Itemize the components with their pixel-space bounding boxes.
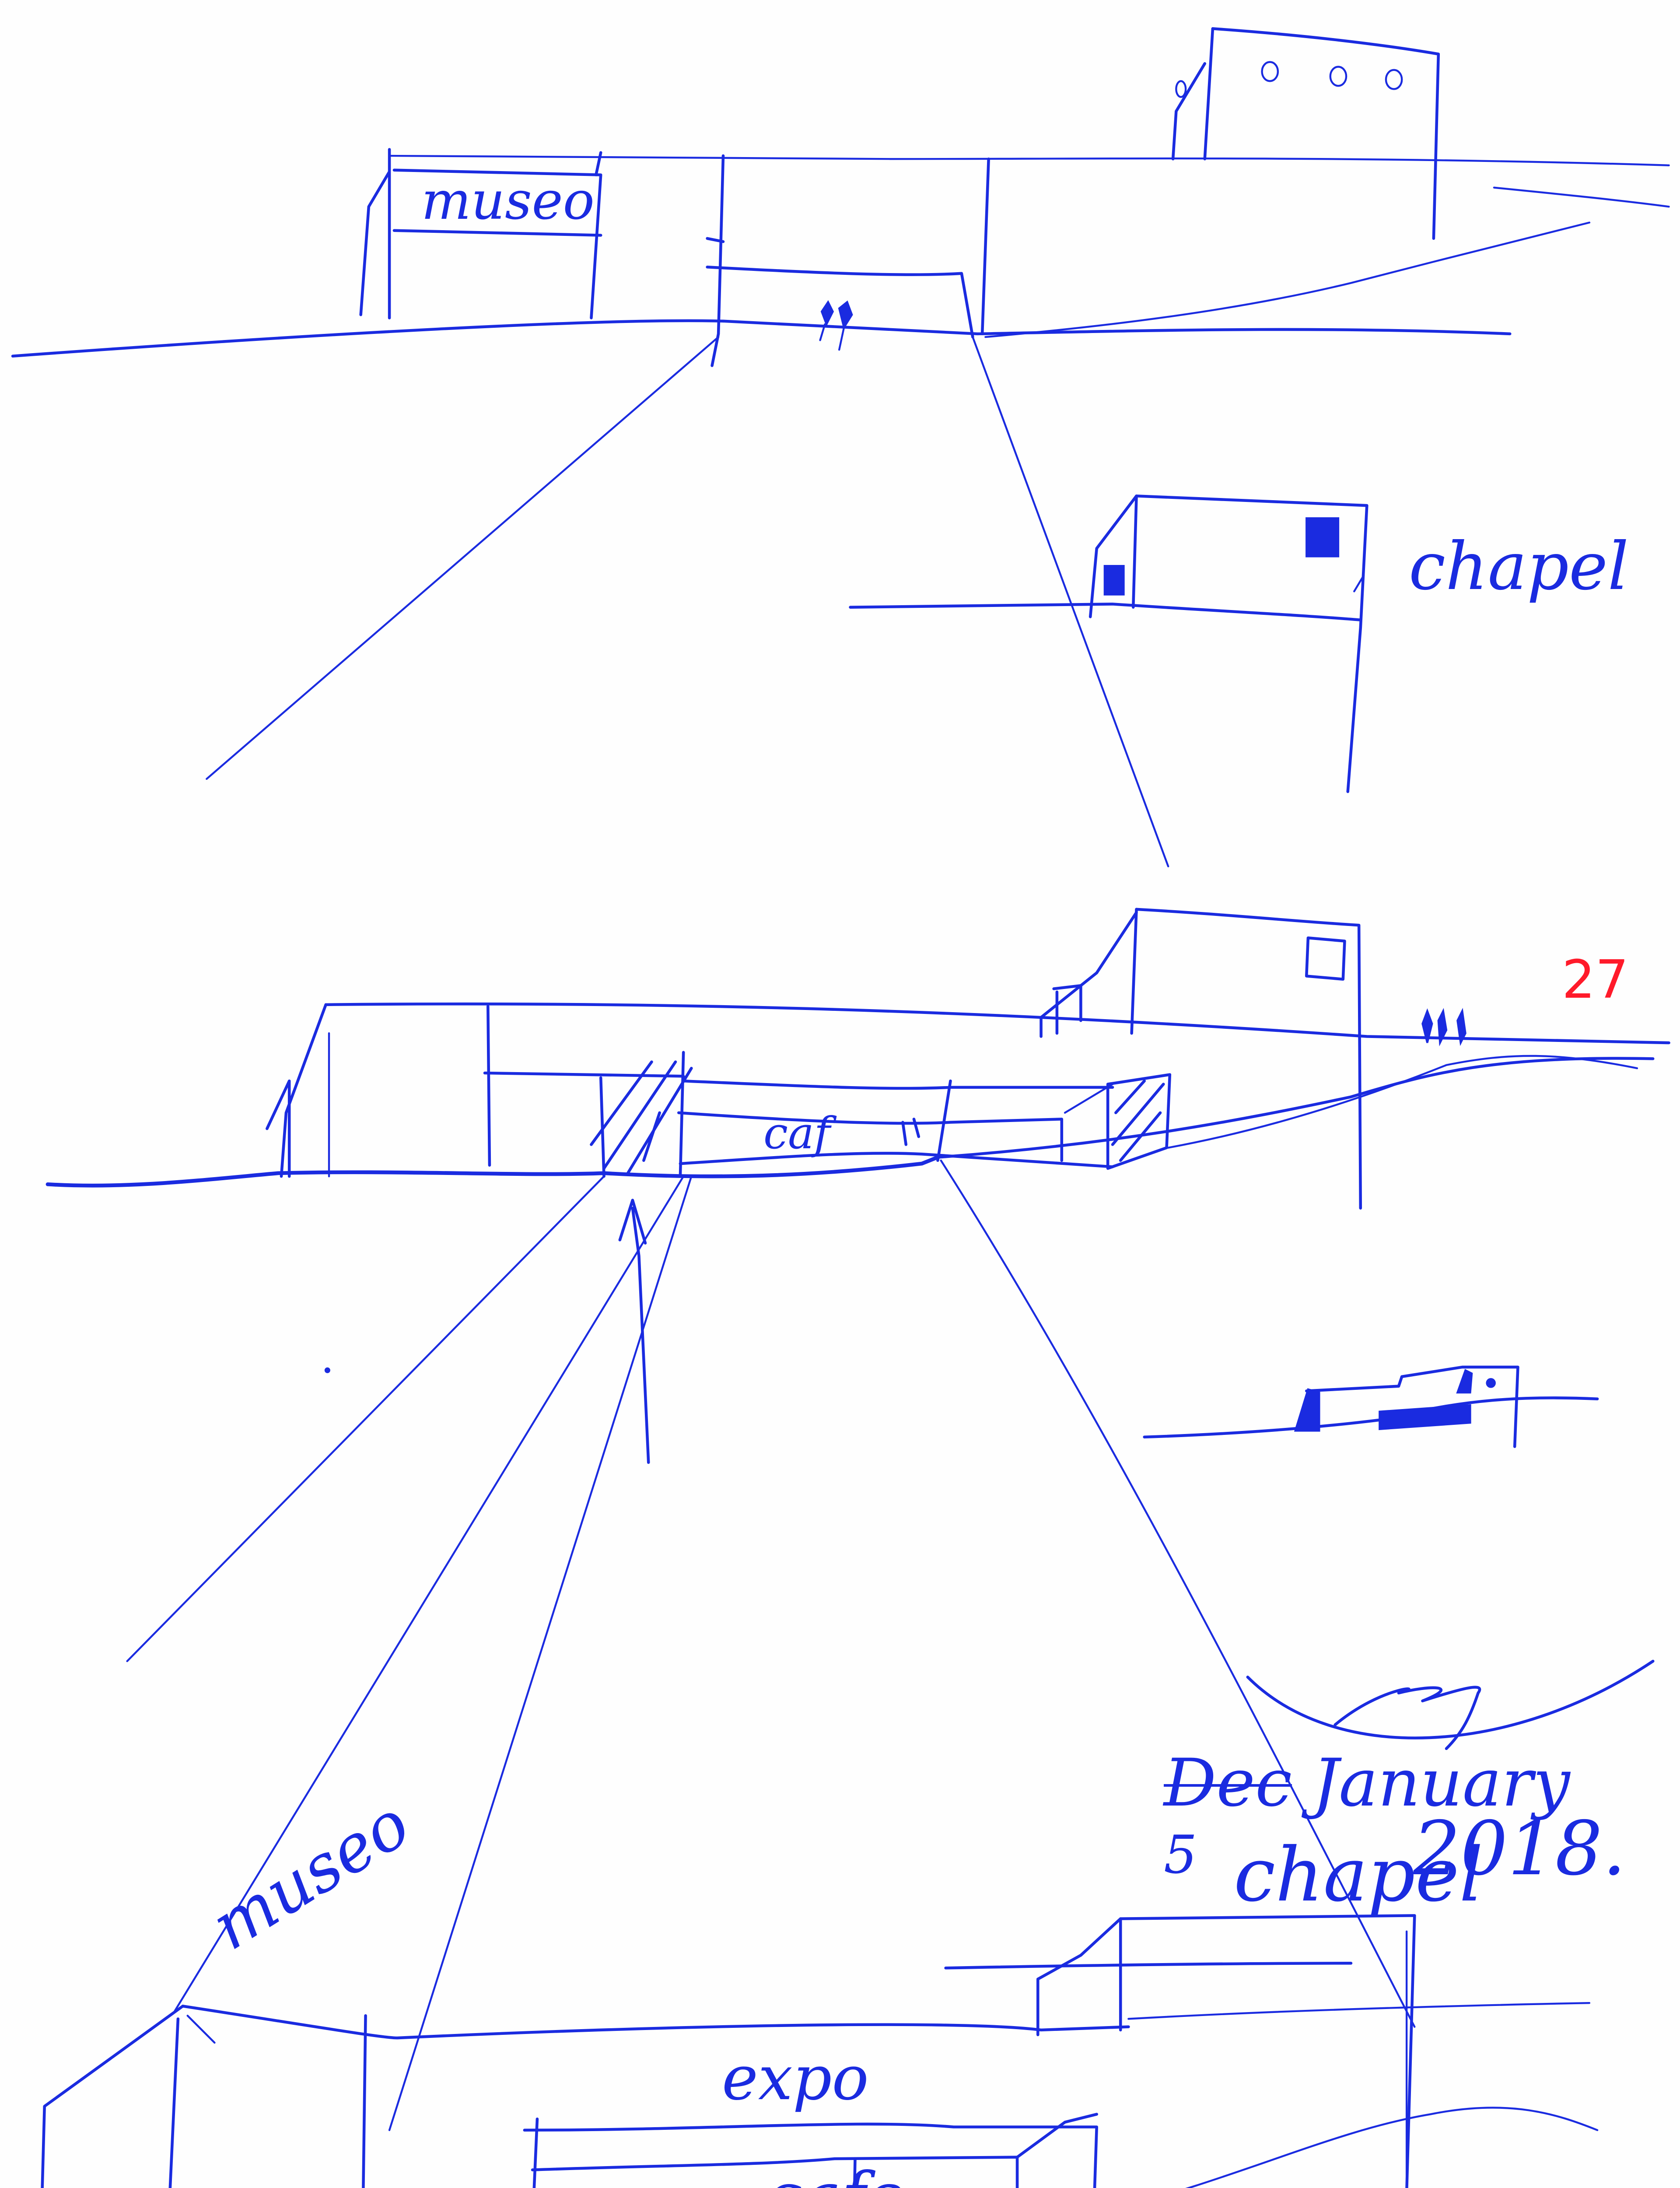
- middle-perspective-view: [46, 908, 1670, 2131]
- label-expo: expo: [722, 2043, 869, 2114]
- top-perspective-view: [11, 27, 1670, 867]
- note-title: chapel: [1234, 1832, 1483, 1918]
- note-struck-month: Dec: [1164, 1745, 1292, 1821]
- bottom-perspective-view: [41, 1914, 1599, 2188]
- label-chapel-top: chapel: [1409, 529, 1629, 605]
- note-day: 5: [1164, 1825, 1197, 1886]
- label-cafe-middle: caf: [763, 1108, 830, 1159]
- page-number: 27: [1562, 950, 1629, 1010]
- note-year: 2018.: [1413, 1806, 1626, 1892]
- note-month: January: [1312, 1745, 1570, 1821]
- label-cafe-bottom: cafe.: [766, 2164, 925, 2188]
- label-museo-top: museo: [421, 171, 595, 231]
- notes-area-drawing: [944, 1659, 1655, 1970]
